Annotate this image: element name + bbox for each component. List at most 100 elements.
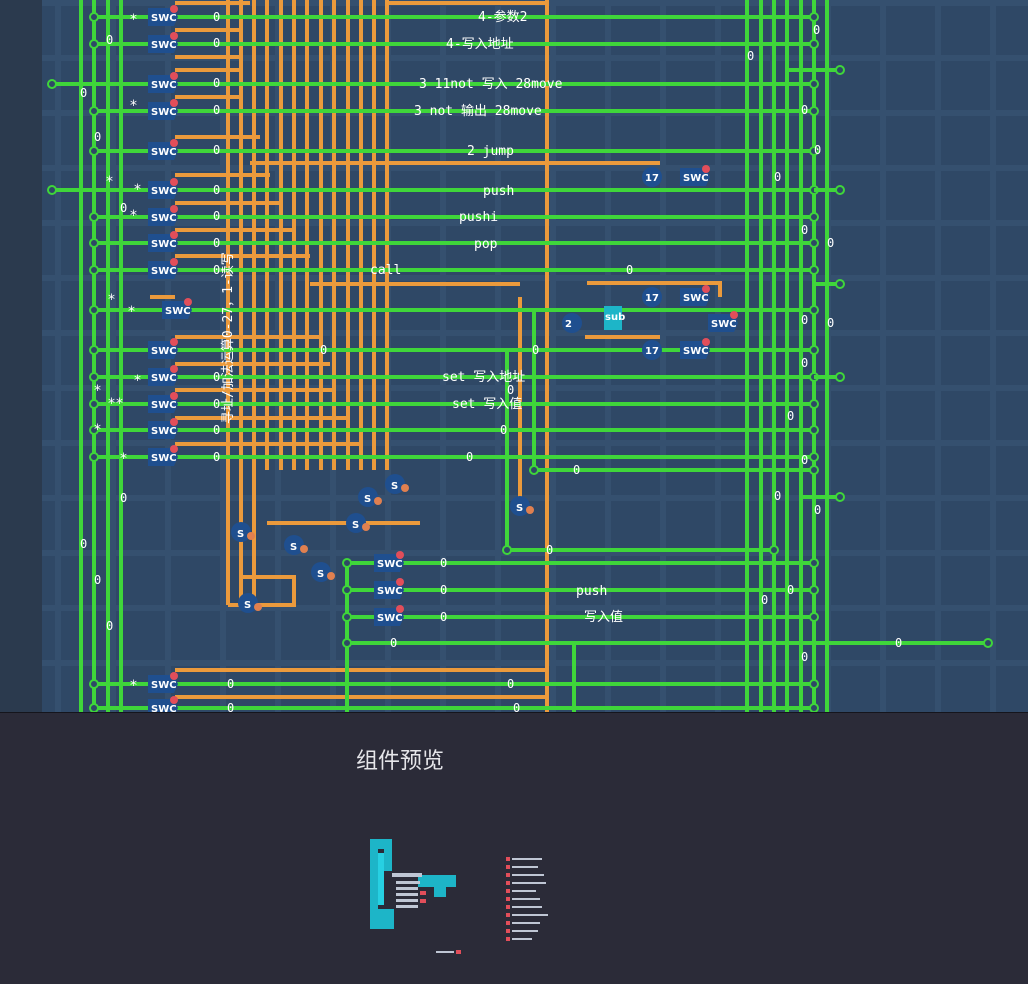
green-pin: [809, 558, 819, 568]
swc-text: SWC: [377, 559, 403, 570]
component-preview-thumbnail: [370, 839, 548, 954]
zero-readout: 0: [94, 573, 101, 587]
s-text: S: [516, 503, 523, 514]
zero-readout: 0: [801, 313, 808, 327]
star-marker: *: [134, 373, 141, 389]
green-pin: [89, 452, 99, 462]
swc-body: [148, 181, 178, 199]
star-marker: *: [94, 383, 101, 399]
star-marker: *: [94, 422, 101, 438]
zero-readout: 0: [774, 170, 781, 184]
star-marker: *: [120, 451, 127, 467]
zero-readout: 0: [814, 143, 821, 157]
swc-component: SWC: [148, 365, 178, 386]
s-body: [346, 513, 366, 533]
swc-badge: [702, 338, 710, 346]
chip-component: 17: [642, 340, 662, 360]
zero-readout: 0: [787, 409, 794, 423]
green-pin: [89, 12, 99, 22]
swc-badge: [396, 605, 404, 613]
star-marker: *: [134, 182, 141, 198]
swc-text: SWC: [151, 147, 177, 158]
green-pin: [89, 238, 99, 248]
zero-readout: 0: [213, 183, 220, 197]
chip-body: [642, 167, 662, 187]
zero-readout: 0: [213, 209, 220, 223]
preview-title: 组件预览: [356, 749, 445, 774]
swc-body: [148, 35, 178, 53]
zero-readout: 0: [227, 677, 234, 691]
swc-badge: [170, 392, 178, 400]
components[interactable]: SWC SWC SWC SWC SWC SWC SWC SWC SWC SWC SWC SWC SWC S…: [148, 5, 738, 712]
swc-text: SWC: [377, 613, 403, 624]
green-pin: [835, 279, 845, 289]
circuit-wires[interactable]: SWC SWC SWC SWC SWC SWC SWC SWC SWC SWC SWC SWC SWC S…: [0, 0, 1028, 712]
swc-text: SWC: [151, 680, 177, 691]
green-pin: [809, 265, 819, 275]
s-component: S: [231, 522, 255, 542]
star-marker: *: [108, 292, 115, 308]
zero-readout: 0: [747, 49, 754, 63]
zero-readout: 0: [120, 201, 127, 215]
swc-body: [148, 699, 178, 712]
green-pin: [809, 79, 819, 89]
star-marker: *: [130, 98, 137, 114]
swc-badge: [170, 178, 178, 186]
zero-readout: 0: [827, 316, 834, 330]
orange-loop: [587, 281, 722, 297]
swc-component: SWC: [680, 165, 710, 186]
zero-readout: 0: [80, 86, 87, 100]
zero-readout: 0: [500, 423, 507, 437]
swc-text: SWC: [151, 40, 177, 51]
swc-component: SWC: [374, 551, 404, 572]
swc-text: SWC: [151, 186, 177, 197]
s-pin: [362, 523, 370, 531]
swc-text: SWC: [683, 346, 709, 357]
green-pin: [809, 345, 819, 355]
swc-component: SWC: [148, 445, 178, 466]
swc-badge: [170, 5, 178, 13]
swc-component: SWC: [148, 72, 178, 93]
green-pin: [89, 305, 99, 315]
zero-readout: 0: [106, 619, 113, 633]
s-pin: [374, 497, 382, 505]
zero-readout: 0: [120, 491, 127, 505]
zero-readout: 0: [813, 23, 820, 37]
zero-readout: 0: [513, 701, 520, 712]
swc-text: SWC: [151, 346, 177, 357]
s-pin: [526, 506, 534, 514]
swc-component: SWC: [680, 285, 710, 306]
s-text: S: [352, 520, 359, 531]
swc-body: [680, 288, 710, 306]
swc-body: [148, 75, 178, 93]
swc-component: SWC: [680, 338, 710, 359]
s-pin: [401, 484, 409, 492]
s-body: [238, 593, 258, 613]
green-pin: [342, 638, 352, 648]
swc-badge: [170, 205, 178, 213]
s-text: S: [317, 569, 324, 580]
green-pin: [342, 585, 352, 595]
swc-body: [148, 234, 178, 252]
zero-readout: 0: [801, 223, 808, 237]
swc-text: SWC: [683, 173, 709, 184]
swc-body: [148, 421, 178, 439]
swc-component: SWC: [148, 139, 178, 160]
swc-component: SWC: [148, 231, 178, 252]
circuit-canvas[interactable]: SWC SWC SWC SWC SWC SWC SWC SWC SWC SWC SWC SWC SWC S…: [0, 0, 1028, 712]
star-marker: *: [128, 304, 135, 320]
s-component: S: [311, 562, 335, 582]
s-component: S: [238, 593, 262, 613]
sub-component: sub: [604, 306, 625, 330]
swc-badge: [170, 672, 178, 680]
s-component: S: [358, 487, 382, 507]
sub-body: [604, 306, 622, 330]
green-pin: [809, 305, 819, 315]
swc-badge: [170, 139, 178, 147]
swc-badge: [170, 258, 178, 266]
s-component: S: [284, 535, 308, 555]
swc-body: [148, 341, 178, 359]
green-pin: [529, 465, 539, 475]
swc-body: [148, 261, 178, 279]
zero-readout: 0: [213, 103, 220, 117]
